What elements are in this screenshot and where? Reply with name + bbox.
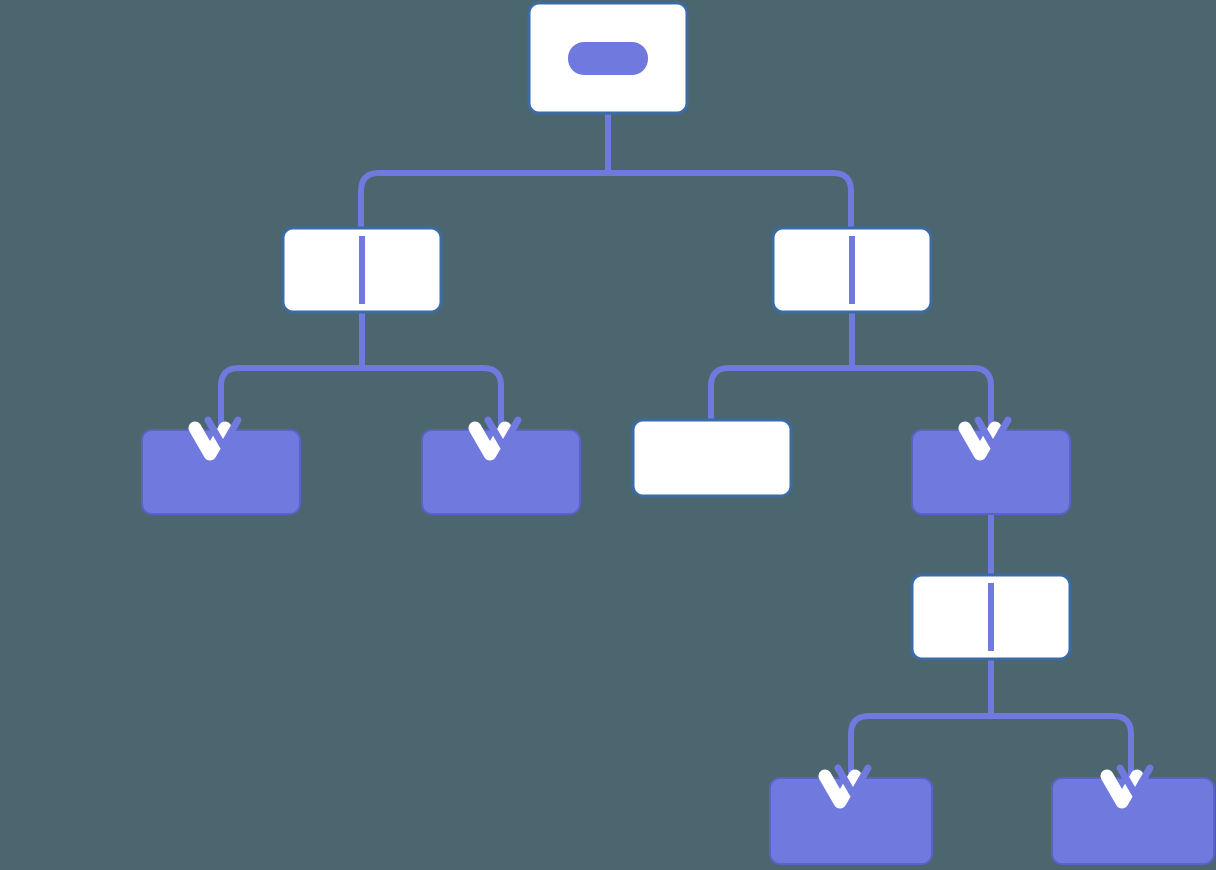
edge-rail1-to-right [608,170,854,228]
node-pill-root [568,42,648,75]
edge-rail2-to-leaf-a [218,365,362,432]
arrowhead-leaf-a [188,416,242,461]
node-leaf-c[interactable] [631,418,793,498]
edge-rail2-to-leaf-b [362,365,504,432]
arrowhead-leaf-f [818,764,872,809]
node-root[interactable] [527,1,689,115]
edge-layer [218,75,1134,780]
edge-rail1-to-left [358,170,608,228]
arrowhead-leaf-b [468,416,522,461]
node-box-leaf-c[interactable] [631,418,793,498]
arrowhead-node-d [958,416,1012,461]
edge-rail3-to-node-d [852,365,994,432]
edge-rail3-to-leaf-c [708,365,852,420]
edge-rail4-to-leaf-g [991,713,1134,780]
arrow-layer [188,416,1154,809]
arrowhead-leaf-g [1100,764,1154,809]
edge-rail4-to-leaf-f [848,713,991,780]
line-through-layer [359,236,994,651]
chevron-down-icon-purple [1116,764,1154,798]
chevron-down-icon-purple [834,764,872,798]
chevron-down-icon-purple [204,416,242,450]
chevron-down-icon-purple [974,416,1012,450]
chevron-down-icon-purple [484,416,522,450]
node-layer [141,1,1215,865]
